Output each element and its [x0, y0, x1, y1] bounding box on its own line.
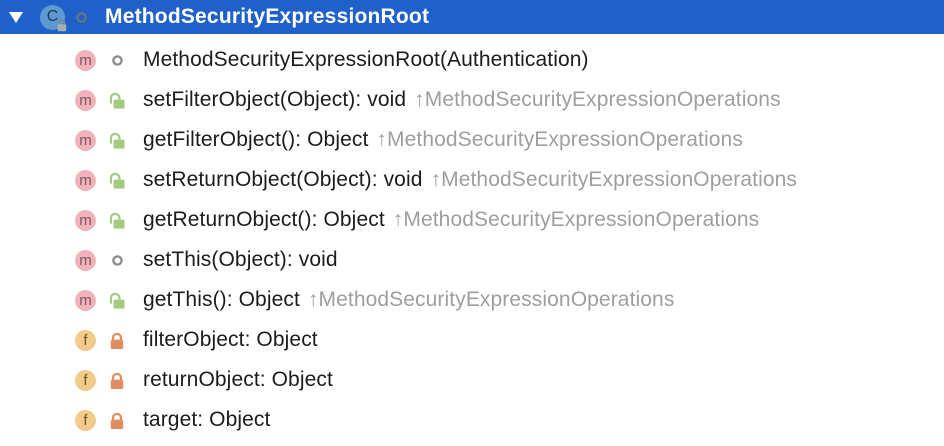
method-icon: m: [75, 89, 96, 111]
field-icon: f: [75, 369, 96, 391]
inherited-from-label: ↑MethodSecurityExpressionOperations: [376, 128, 743, 151]
structure-root-row[interactable]: C MethodSecurityExpressionRoot: [0, 0, 944, 34]
private-closed-padlock-icon: [106, 330, 128, 350]
package-private-icon: [106, 254, 128, 267]
method-icon: m: [75, 169, 96, 191]
member-signature: returnObject: Object: [143, 368, 333, 391]
inherited-from-label: ↑MethodSecurityExpressionOperations: [307, 288, 675, 311]
member-signature: getReturnObject(): Object: [143, 208, 385, 231]
method-icon: m: [75, 49, 96, 71]
class-name-title: MethodSecurityExpressionRoot: [105, 5, 430, 28]
class-letter: C: [40, 4, 65, 30]
tree-row-method[interactable]: m setThis(Object): void: [0, 240, 944, 280]
member-signature: MethodSecurityExpressionRoot(Authenticat…: [143, 48, 589, 71]
inherited-from-label: ↑MethodSecurityExpressionOperations: [430, 168, 798, 191]
private-closed-padlock-icon: [106, 410, 128, 430]
public-open-padlock-icon: [106, 90, 128, 110]
tree-row-constructor[interactable]: m MethodSecurityExpressionRoot(Authentic…: [0, 40, 944, 80]
class-icon: C: [40, 4, 68, 32]
tree-row-field[interactable]: f filterObject: Object: [0, 320, 944, 360]
expand-arrow-icon[interactable]: [8, 11, 24, 24]
method-icon: m: [75, 249, 96, 271]
method-icon: m: [75, 289, 96, 311]
package-private-icon: [75, 11, 88, 24]
public-open-padlock-icon: [106, 210, 128, 230]
member-signature: setThis(Object): void: [143, 248, 338, 271]
field-icon: f: [75, 329, 96, 351]
public-open-padlock-icon: [106, 130, 128, 150]
member-signature: getFilterObject(): Object: [143, 128, 369, 151]
inherited-from-label: ↑MethodSecurityExpressionOperations: [414, 88, 781, 111]
tree-row-method[interactable]: m setFilterObject(Object): void ↑MethodS…: [0, 80, 944, 120]
private-closed-padlock-icon: [106, 370, 128, 390]
package-private-icon: [106, 54, 128, 67]
method-icon: m: [75, 209, 96, 231]
field-icon: f: [75, 409, 96, 431]
public-open-padlock-icon: [106, 170, 128, 190]
method-icon: m: [75, 129, 96, 151]
public-open-padlock-icon: [106, 290, 128, 310]
member-signature: filterObject: Object: [143, 328, 318, 351]
tree-row-field[interactable]: f target: Object: [0, 400, 944, 440]
member-signature: setFilterObject(Object): void: [143, 88, 407, 111]
member-signature: setReturnObject(Object): void: [143, 168, 423, 191]
tree-row-method[interactable]: m getThis(): Object ↑MethodSecurityExpre…: [0, 280, 944, 320]
tree-row-method[interactable]: m getFilterObject(): Object ↑MethodSecur…: [0, 120, 944, 160]
tree-row-field[interactable]: f returnObject: Object: [0, 360, 944, 400]
lock-badge-icon: [56, 19, 68, 32]
member-signature: getThis(): Object: [143, 288, 300, 311]
member-signature: target: Object: [143, 408, 271, 431]
tree-row-method[interactable]: m setReturnObject(Object): void ↑MethodS…: [0, 160, 944, 200]
tree-row-method[interactable]: m getReturnObject(): Object ↑MethodSecur…: [0, 200, 944, 240]
inherited-from-label: ↑MethodSecurityExpressionOperations: [392, 208, 760, 231]
